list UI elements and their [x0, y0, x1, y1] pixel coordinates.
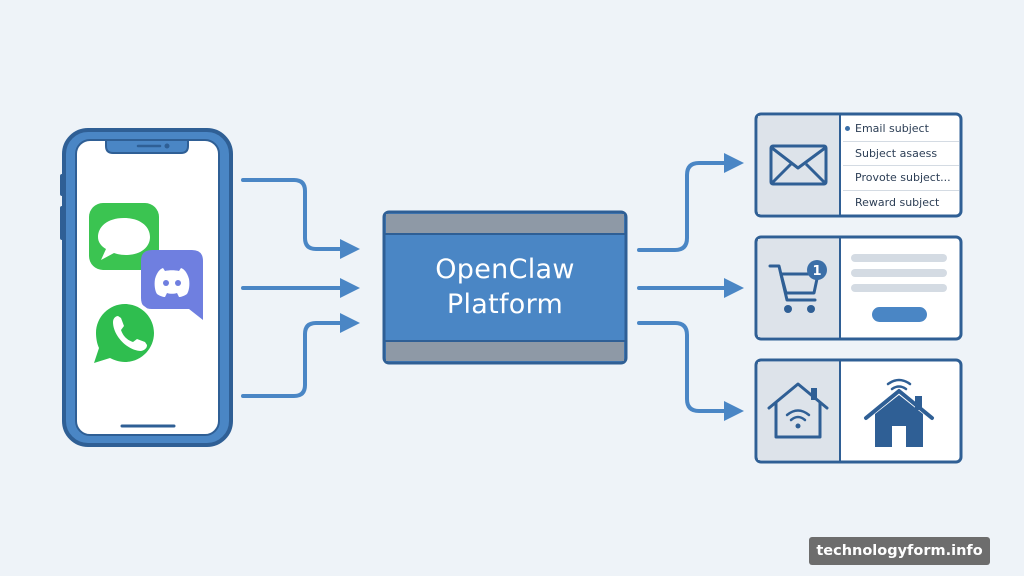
product-placeholder-lines — [851, 254, 947, 292]
cart-action-button[interactable] — [872, 307, 927, 322]
cart-badge — [807, 260, 827, 280]
platform-title-line1: OpenClaw — [435, 254, 575, 285]
messages-icon — [89, 203, 159, 270]
input-arrow-bottom — [241, 313, 360, 398]
watermark: technologyform.info — [809, 537, 990, 565]
envelope-icon — [769, 144, 828, 186]
cart-card: 1 — [754, 235, 963, 341]
whatsapp-icon — [92, 300, 158, 366]
output-arrows — [637, 153, 744, 421]
discord-icon — [141, 250, 203, 320]
email-subject-item[interactable]: Provote subject... — [843, 166, 959, 191]
home-card — [754, 358, 963, 464]
email-subject-list: Email subject Subject asaess Provote sub… — [843, 117, 959, 214]
cart-badge-count: 1 — [812, 264, 821, 279]
smart-home-icon — [767, 382, 829, 439]
cart-icon: 1 — [768, 260, 827, 313]
platform-box — [382, 210, 628, 365]
house-icon — [864, 378, 934, 447]
email-subject-item[interactable]: Email subject — [843, 117, 959, 142]
email-subject-item[interactable]: Subject asaess — [843, 142, 959, 166]
input-arrow-top — [241, 178, 360, 259]
output-arrow-bottom — [637, 321, 744, 421]
platform-title: OpenClaw Platform — [385, 234, 625, 340]
input-arrows — [241, 178, 360, 398]
platform-title-line2: Platform — [446, 289, 564, 320]
email-subject-item[interactable]: Reward subject — [855, 195, 940, 209]
output-arrow-top — [637, 153, 744, 252]
email-card — [754, 112, 963, 218]
